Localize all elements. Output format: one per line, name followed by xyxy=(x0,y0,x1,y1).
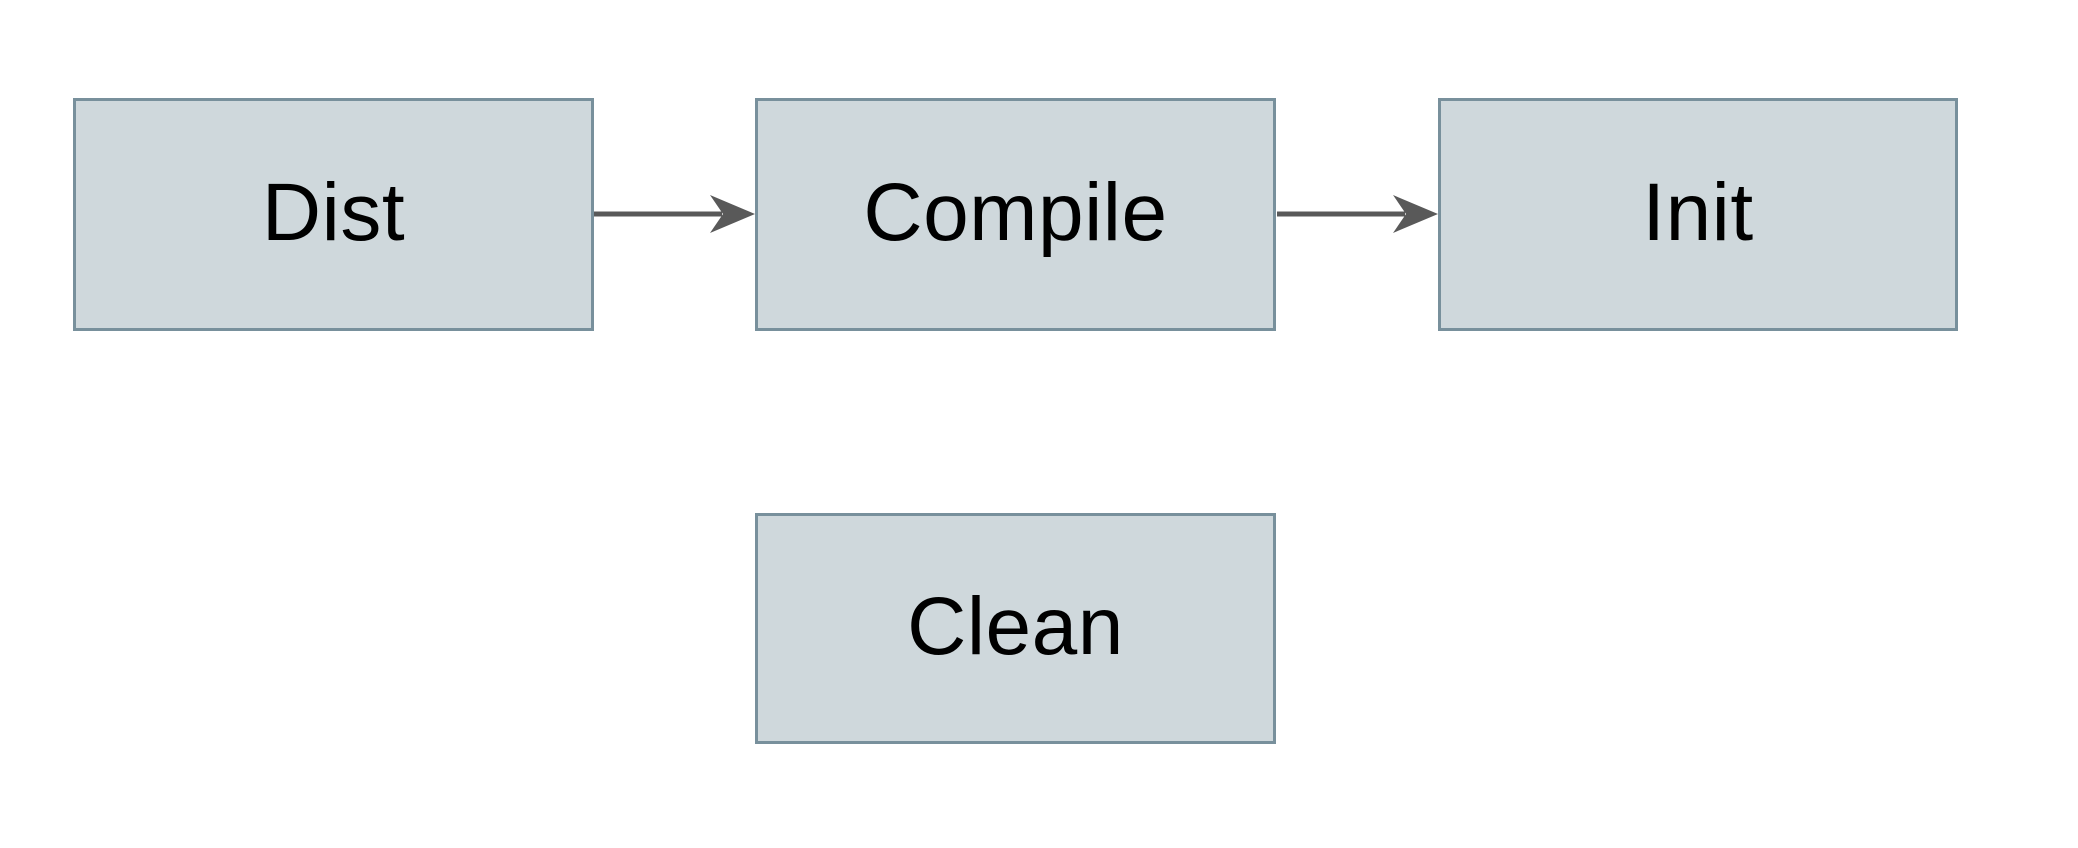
edge-dist-to-compile xyxy=(594,195,755,233)
node-clean-label: Clean xyxy=(907,580,1124,672)
node-compile-label: Compile xyxy=(863,166,1168,258)
edge-compile-to-init xyxy=(1277,195,1438,233)
node-init-label: Init xyxy=(1642,166,1754,258)
node-clean: Clean xyxy=(755,513,1276,744)
arrow-head-icon xyxy=(710,195,755,233)
node-dist-label: Dist xyxy=(261,166,406,258)
node-compile: Compile xyxy=(755,98,1276,331)
node-init: Init xyxy=(1438,98,1958,331)
arrow-head-icon xyxy=(1393,195,1438,233)
node-dist: Dist xyxy=(73,98,594,331)
